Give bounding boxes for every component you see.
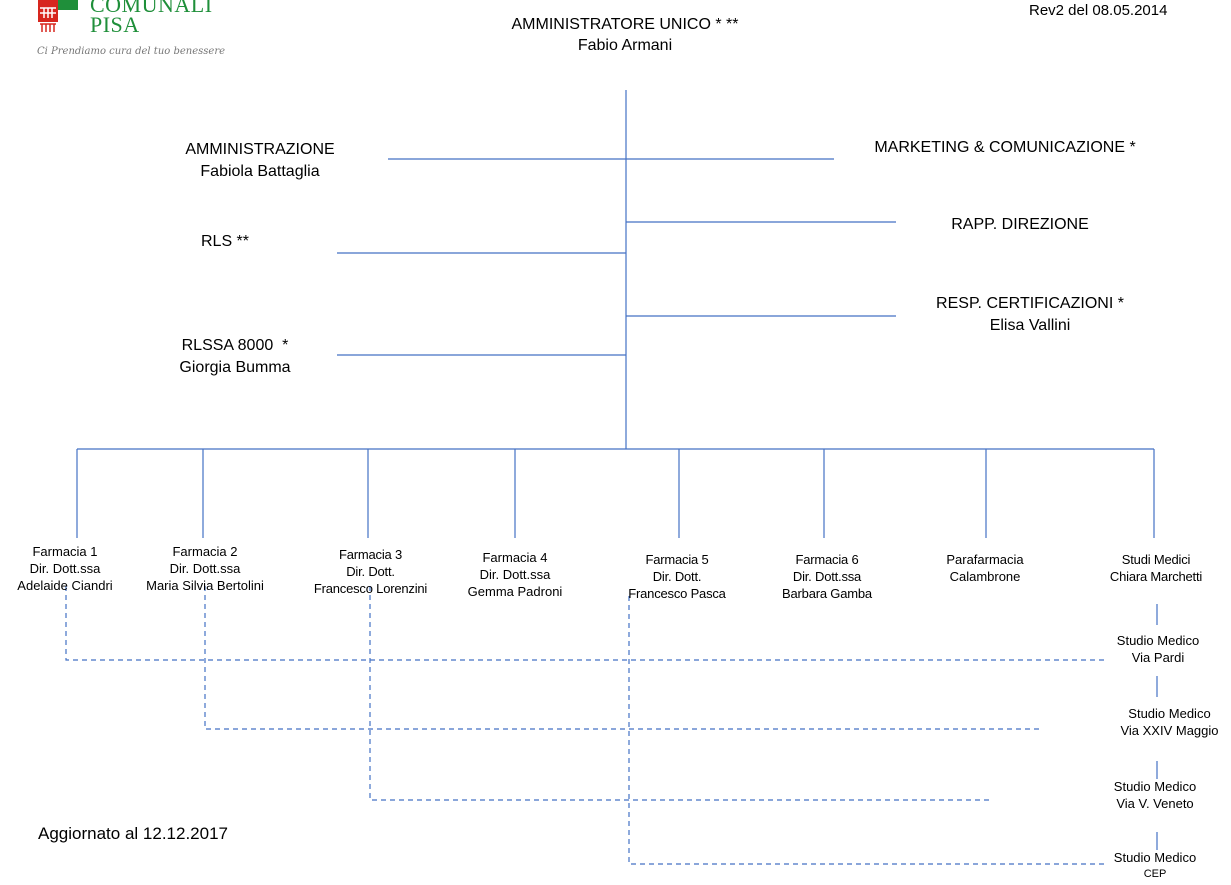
unit-studi-medici: Studi Medici Chiara Marchetti — [1096, 552, 1216, 586]
node-role: RESP. CERTIFICAZIONI * — [936, 295, 1124, 312]
unit-farmacia-4: Farmacia 4 Dir. Dott.ssa Gemma Padroni — [455, 550, 575, 601]
studio-title: Studio Medico — [1128, 706, 1211, 721]
unit-title: Farmacia 4 — [482, 550, 548, 565]
unit-location: Calambrone — [949, 568, 1021, 584]
unit-parafarmacia: Parafarmacia Calambrone — [935, 552, 1035, 586]
unit-farmacia-1: Farmacia 1 Dir. Dott.ssa Adelaide Ciandr… — [0, 544, 130, 595]
unit-person: Adelaide Ciandri — [17, 577, 113, 593]
unit-title: Farmacia 6 — [795, 552, 859, 567]
logo-tagline: Ci Prendiamo cura del tuo benessere — [37, 46, 226, 57]
unit-farmacia-6: Farmacia 6 Dir. Dott.ssa Barbara Gamba — [767, 552, 887, 603]
unit-title: Farmacia 1 — [32, 544, 98, 559]
node-person: Fabio Armani — [577, 37, 673, 54]
node-rls: RLS ** — [170, 232, 280, 252]
unit-title: Farmacia 5 — [645, 552, 709, 567]
unit-farmacia-5: Farmacia 5 Dir. Dott. Francesco Pasca — [612, 552, 742, 603]
node-role: AMMINISTRATORE UNICO * ** — [511, 16, 739, 33]
unit-person: Francesco Pasca — [628, 585, 726, 601]
studio-cep: Studio Medico CEP — [1100, 850, 1210, 881]
unit-director: Dir. Dott.ssa — [479, 566, 551, 582]
link-farmacia5-cep — [628, 596, 1108, 865]
unit-farmacia-3: Farmacia 3 Dir. Dott. Francesco Lorenzin… — [298, 547, 443, 598]
unit-director: Dir. Dott. — [346, 563, 395, 579]
studio-via-pardi: Studio Medico Via Pardi — [1103, 633, 1213, 667]
revision-text: Rev2 del 08.05.2014 — [1029, 2, 1168, 19]
node-person: Giorgia Bumma — [179, 359, 291, 376]
logo-icon — [38, 0, 78, 32]
studio-title: Studio Medico — [1116, 633, 1200, 648]
studio-location: CEP — [1143, 867, 1167, 880]
node-marketing: MARKETING & COMUNICAZIONE * — [850, 138, 1160, 158]
unit-director: Dir. Dott. — [652, 568, 702, 584]
node-amministrazione: AMMINISTRAZIONE Fabiola Battaglia — [150, 140, 370, 182]
studio-location: Via XXIV Maggio — [1120, 722, 1219, 738]
studio-title: Studio Medico — [1113, 850, 1197, 865]
logo-line2: PISA — [90, 12, 140, 37]
unit-director: Dir. Dott.ssa — [169, 560, 241, 576]
node-resp-certificazioni: RESP. CERTIFICAZIONI * Elisa Vallini — [915, 294, 1145, 336]
updated-text: Aggiornato al 12.12.2017 — [38, 824, 228, 843]
node-person: Elisa Vallini — [989, 317, 1071, 334]
unit-person: Francesco Lorenzini — [313, 580, 428, 596]
studio-title: Studio Medico — [1113, 779, 1197, 794]
studio-location: Via V. Veneto — [1116, 795, 1194, 811]
unit-title: Farmacia 3 — [338, 547, 403, 562]
node-role: RAPP. DIREZIONE — [951, 216, 1089, 233]
link-farmacia3-via-veneto — [369, 586, 991, 801]
unit-farmacia-2: Farmacia 2 Dir. Dott.ssa Maria Silvia Be… — [130, 544, 280, 595]
node-role: RLSSA 8000 * — [181, 337, 289, 354]
unit-person: Chiara Marchetti — [1109, 568, 1203, 584]
unit-director: Dir. Dott.ssa — [792, 568, 862, 584]
node-role: AMMINISTRAZIONE — [185, 141, 335, 158]
node-rapp-direzione: RAPP. DIREZIONE — [920, 215, 1120, 235]
node-role: RLS ** — [200, 233, 250, 250]
unit-person: Maria Silvia Bertolini — [146, 577, 264, 593]
unit-title: Farmacia 2 — [172, 544, 238, 559]
unit-person: Gemma Padroni — [467, 583, 563, 599]
logo-line1: COMUNALI — [90, 0, 213, 17]
unit-title: Studi Medici — [1121, 552, 1191, 567]
unit-director: Dir. Dott.ssa — [29, 560, 101, 576]
node-role: MARKETING & COMUNICAZIONE * — [874, 139, 1136, 156]
unit-person: Barbara Gamba — [782, 585, 872, 601]
node-amministratore-unico: AMMINISTRATORE UNICO * ** Fabio Armani — [490, 15, 760, 56]
studio-via-v-veneto: Studio Medico Via V. Veneto — [1100, 779, 1210, 813]
node-rlssa-8000: RLSSA 8000 * Giorgia Bumma — [150, 336, 320, 378]
link-farmacia1-via-pardi — [65, 586, 1108, 661]
studio-location: Via Pardi — [1131, 649, 1185, 665]
studio-via-xxiv-maggio: Studio Medico Via XXIV Maggio — [1108, 706, 1231, 740]
node-person: Fabiola Battaglia — [200, 163, 320, 180]
unit-title: Parafarmacia — [946, 552, 1024, 567]
link-farmacia2-via-xxiv — [204, 586, 1043, 730]
